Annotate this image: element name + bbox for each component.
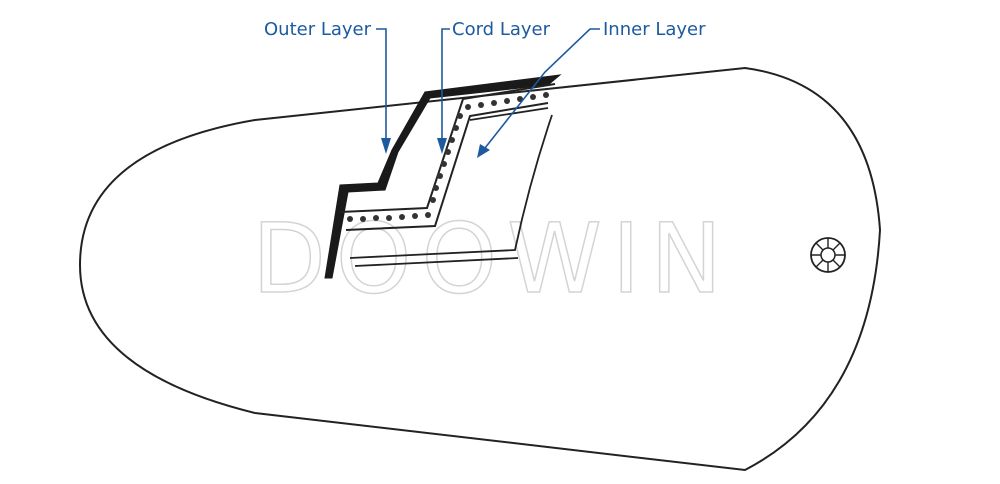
cord-layer-band — [339, 83, 556, 231]
cord-leader-line — [441, 28, 450, 140]
fender-body-outline — [78, 66, 882, 472]
leader-arrowheads — [381, 138, 490, 158]
outer-leader-line — [376, 28, 387, 140]
outer-arrowhead — [381, 138, 391, 154]
cord-layer-label: Cord Layer — [452, 19, 551, 40]
inner-arrowhead — [477, 144, 490, 158]
inner-leader-line — [484, 28, 600, 149]
cord-arrowhead — [437, 138, 447, 154]
outer-layer-label: Outer Layer — [264, 19, 372, 40]
inner-layer-label: Inner Layer — [603, 19, 706, 40]
inner-layer-lines — [349, 107, 553, 267]
leader-lines — [376, 28, 600, 149]
rosette-icon — [810, 237, 846, 273]
cord-dots — [347, 92, 549, 222]
